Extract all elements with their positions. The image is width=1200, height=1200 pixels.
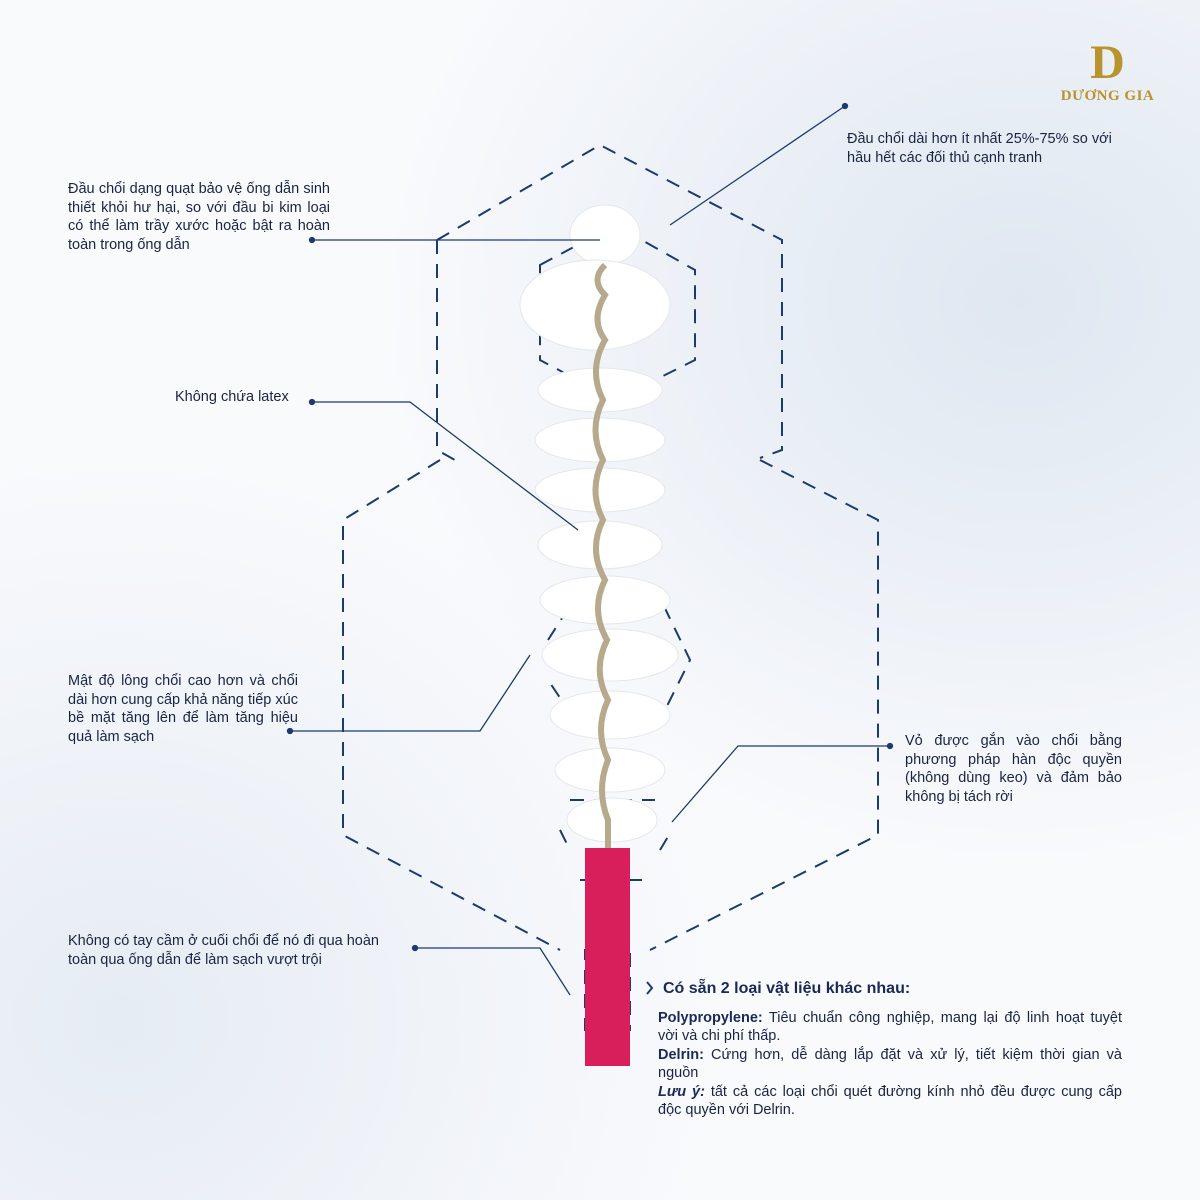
leader-lines xyxy=(286,102,894,996)
callout-length: Đầu chổi dài hơn ít nhất 25%-75% so với … xyxy=(847,131,1112,166)
callout-latex: Không chứa latex xyxy=(175,389,289,405)
hexagon-large-right xyxy=(649,459,879,951)
logo-name: DƯƠNG GIA xyxy=(1060,88,1155,104)
callout-no-handle: Không có tay cầm ở cuối chổi để nó đi qu… xyxy=(68,933,379,968)
pp-label: Polypropylene: xyxy=(658,1009,763,1026)
material-delrin: Delrin: Cứng hơn, dễ dàng lắp đặt và xử … xyxy=(658,1046,1122,1083)
note-label: Lưu ý: xyxy=(658,1083,705,1100)
delrin-label: Delrin: xyxy=(658,1046,704,1063)
hexagon-large-left xyxy=(342,459,561,951)
brush-handle xyxy=(585,848,630,1066)
callout-density: Mật độ lông chổi cao hơn và chổi dài hơn… xyxy=(68,673,298,745)
logo-letter: D xyxy=(1090,36,1125,89)
materials-note: Lưu ý: tất cả các loại chổi quét đường k… xyxy=(658,1083,1122,1120)
delrin-text: Cứng hơn, dễ dàng lắp đặt và xử lý, tiết… xyxy=(658,1046,1122,1082)
hexagon-top xyxy=(436,143,783,459)
brand-logo: D DƯƠNG GIA xyxy=(1050,38,1165,105)
twisted-wire xyxy=(592,262,612,850)
materials-title: Có sẵn 2 loại vật liệu khác nhau: xyxy=(663,980,911,997)
callout-fan-tip: Đầu chổi dạng quạt bảo vệ ống dẫn sinh t… xyxy=(68,181,330,253)
material-polypropylene: Polypropylene: Tiêu chuẩn công nghiệp, m… xyxy=(658,1009,1122,1046)
callout-weld: Vỏ được gắn vào chổi bằng phương pháp hà… xyxy=(905,733,1122,805)
pp-text: Tiêu chuẩn công nghiệp, mang lại độ linh… xyxy=(658,1009,1122,1045)
materials-section: Có sẵn 2 loại vật liệu khác nhau: Polypr… xyxy=(658,980,1122,1120)
note-text: tất cả các loại chổi quét đường kính nhỏ… xyxy=(658,1083,1122,1119)
